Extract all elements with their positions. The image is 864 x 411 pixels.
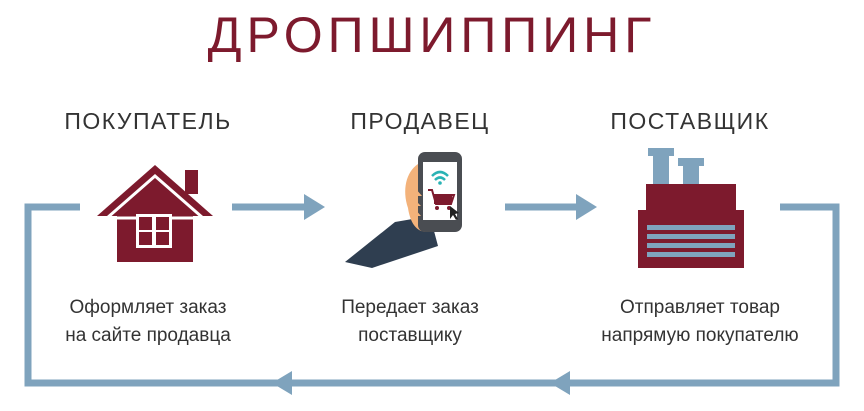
role-supplier: ПОСТАВЩИК [610,108,770,134]
step-buyer-description: Оформляет заказ на сайте продавца [8,294,288,350]
house-icon [97,165,213,262]
return-arrowhead-right [550,371,570,395]
desc-line: поставщику [358,325,462,346]
arrow-seller-to-supplier [505,194,597,220]
arrow-buyer-to-seller [232,194,325,220]
desc-line: Оформляет заказ [69,297,227,318]
step-supplier-description: Отправляет товар напрямую покупателю [550,294,850,350]
desc-line: Передает заказ [341,297,479,318]
return-loop-line [24,203,840,387]
role-seller: ПРОДАВЕЦ [350,108,490,134]
smartphone-shopping-icon [345,152,462,268]
desc-line: напрямую покупателю [601,325,799,346]
diagram-title: ДРОПШИППИНГ [207,7,657,63]
desc-line: Отправляет товар [620,297,780,318]
factory-icon [638,148,744,268]
desc-line: на сайте продавца [65,325,231,346]
step-seller-description: Передает заказ поставщику [270,294,550,350]
role-buyer: ПОКУПАТЕЛЬ [64,108,232,134]
return-arrowhead-left [272,371,292,395]
